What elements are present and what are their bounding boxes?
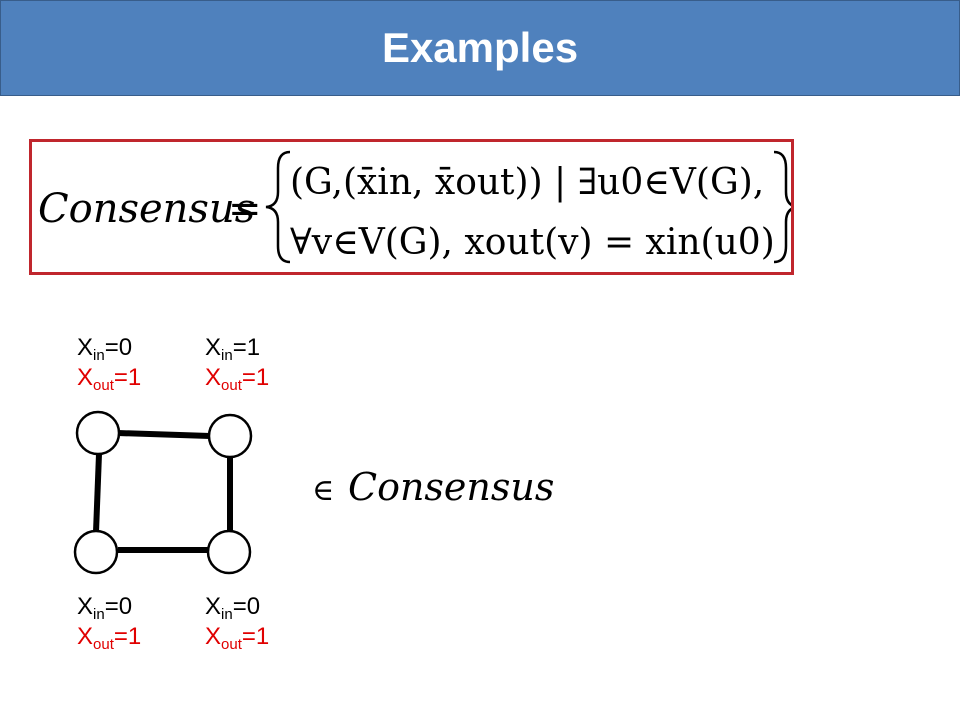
definition-line-1: (G,(x̄in, x̄out)) | ∃u0∈V(G), [290, 162, 764, 203]
node-top-right-label: Xin=1 Xout=1 [205, 333, 269, 393]
definition-formula-box: Consensus = (G,(x̄in, x̄out)) | ∃u0∈V(G)… [29, 139, 794, 275]
membership-set-name: Consensus [348, 465, 554, 509]
node-bottom-right [206, 529, 252, 575]
xout-label: Xout=1 [205, 623, 270, 653]
node-bottom-left-label: Xin=0 Xout=1 [77, 592, 141, 652]
definition-line-2: ∀v∈V(G), xout(v) = xin(u0) [290, 222, 775, 263]
consensus-set-name: Consensus [38, 186, 255, 232]
xin-label: Xin=0 [77, 334, 133, 364]
slide-title-bar: Examples [0, 0, 960, 96]
xout-label: Xout=1 [77, 364, 142, 394]
slide-title: Examples [381, 24, 579, 71]
node-top-left [75, 410, 121, 456]
equals-sign: = [228, 186, 262, 232]
definition-formula: Consensus = (G,(x̄in, x̄out)) | ∃u0∈V(G)… [38, 150, 791, 264]
element-of-symbol: ∈ [312, 473, 334, 508]
xout-label: Xout=1 [205, 364, 270, 394]
node-bottom-right-label: Xin=0 Xout=1 [205, 592, 269, 652]
xin-label: Xin=1 [205, 334, 261, 364]
node-top-left-label: Xin=0 Xout=1 [77, 333, 141, 393]
xin-label: Xin=0 [77, 593, 133, 623]
xout-label: Xout=1 [77, 623, 142, 653]
right-brace [773, 150, 791, 264]
edge-left [93, 453, 102, 533]
edge-top [117, 430, 211, 439]
xin-label: Xin=0 [205, 593, 261, 623]
node-top-right [207, 413, 253, 459]
node-bottom-left [73, 529, 119, 575]
left-brace [265, 150, 291, 264]
